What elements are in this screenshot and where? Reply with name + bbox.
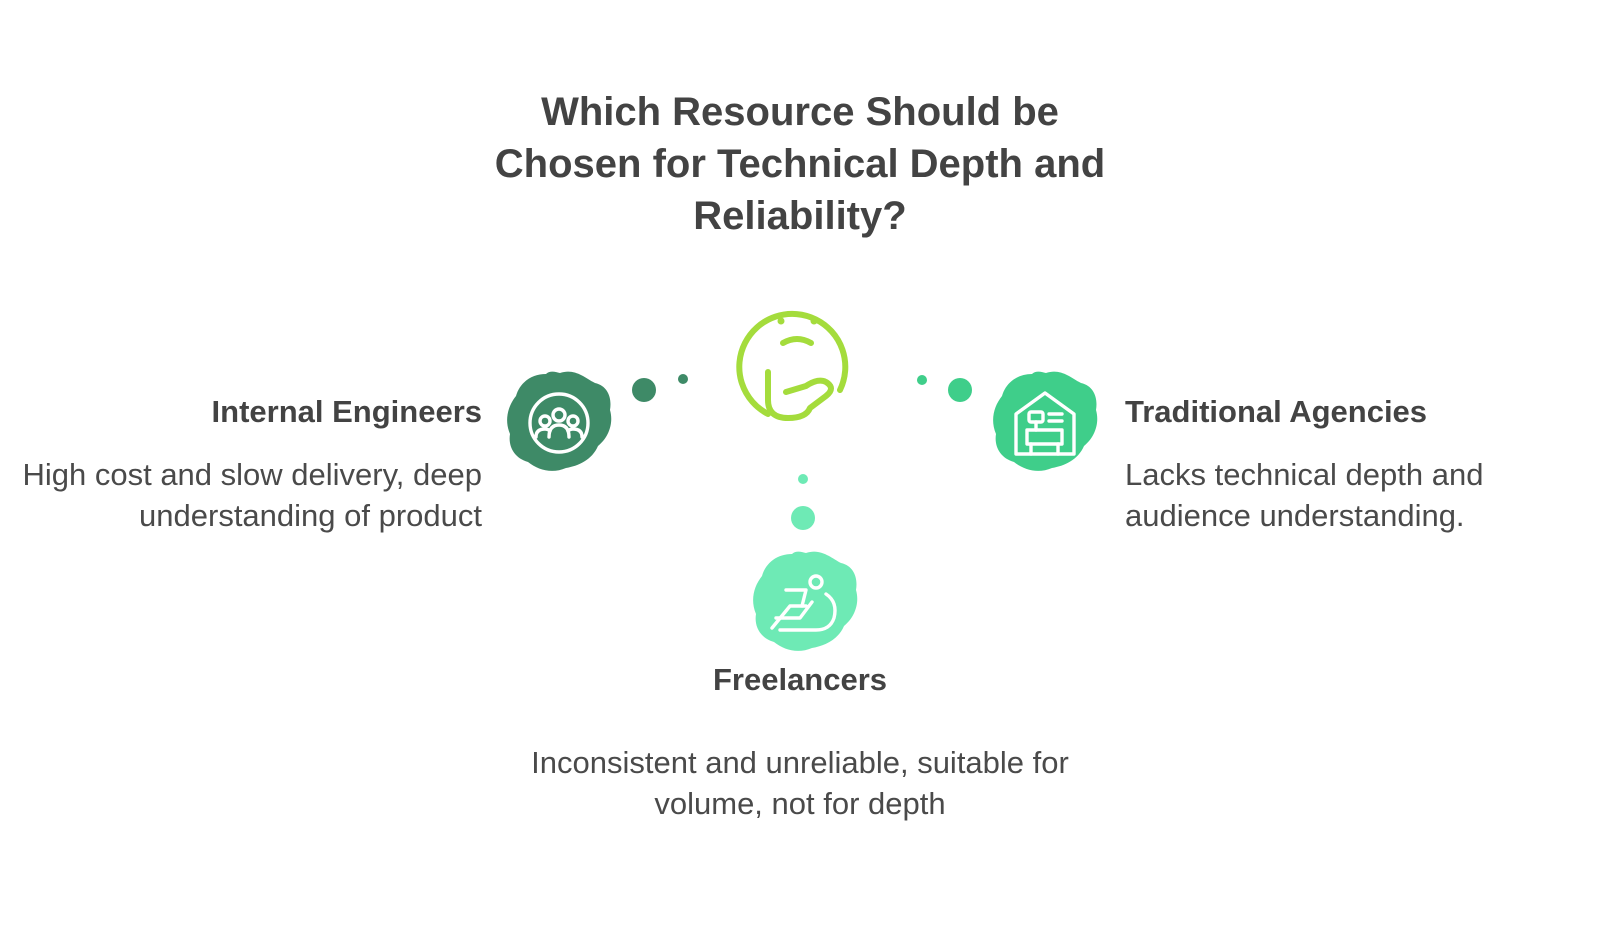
traditional-agencies-blob <box>993 371 1098 471</box>
connector-dots-left <box>632 374 688 402</box>
connector-dots-right <box>917 375 972 402</box>
connector-dots-bottom <box>791 474 815 530</box>
traditional-agencies-description: Lacks technical depth and audience under… <box>1125 457 1484 533</box>
traditional-agencies-heading: Traditional Agencies <box>1125 394 1428 429</box>
thinking-face-icon <box>736 310 849 421</box>
internal-engineers-description: High cost and slow delivery, deep unders… <box>22 457 482 533</box>
agency-building-icon <box>1014 391 1076 456</box>
team-group-icon <box>528 392 590 454</box>
diagram-title: Which Resource Should be Chosen for Tech… <box>494 90 1106 238</box>
freelancers-description: Inconsistent and unreliable, suitable fo… <box>531 745 1069 821</box>
freelancers-blob <box>753 551 858 651</box>
freelancers-heading: Freelancers <box>712 662 888 697</box>
freelancer-laptop-icon <box>770 574 837 632</box>
internal-engineers-heading: Internal Engineers <box>211 394 482 429</box>
